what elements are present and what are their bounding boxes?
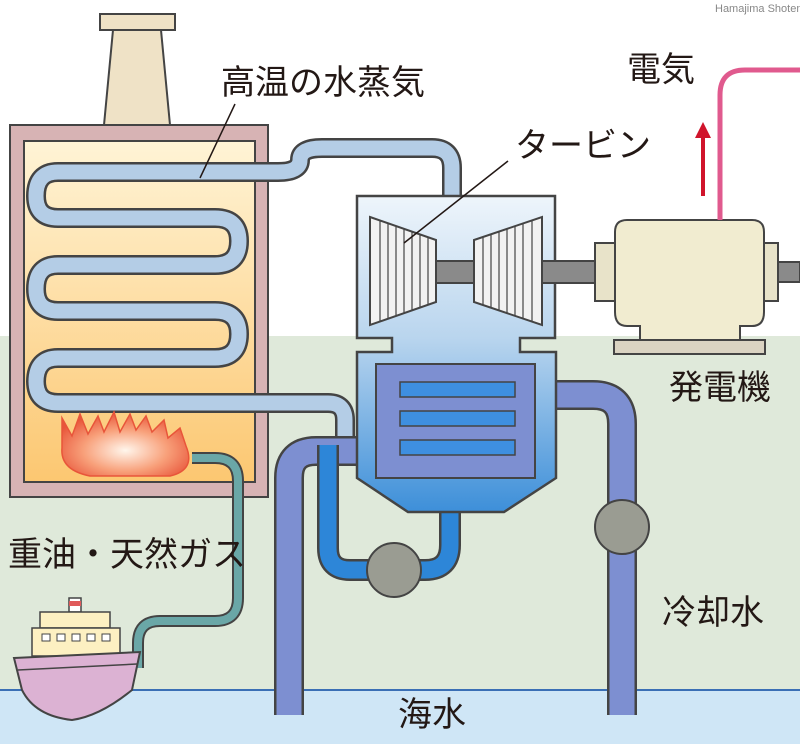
turbine-label: タービン [515, 126, 651, 166]
seawater-label: 海水 [398, 695, 466, 735]
steam-leader-line [199, 103, 236, 179]
credit-text: Hamajima Shoten [715, 3, 800, 15]
fuel-tanker-ship [12, 597, 142, 722]
sea-area [0, 690, 800, 744]
generator-label: 発電機 [669, 368, 771, 408]
turbine-leader-line [403, 160, 509, 244]
electric-output-line [717, 67, 800, 220]
generator [594, 219, 800, 355]
steam-label: 高温の水蒸気 [221, 63, 425, 103]
chimney [99, 13, 176, 126]
cooling-water-pump [594, 499, 650, 555]
steam-pipe [28, 140, 460, 440]
feedwater-pump [366, 542, 422, 598]
cooling-water-label: 冷却水 [662, 593, 764, 633]
electricity-label: 電気 [627, 50, 695, 90]
turbine-blades [369, 215, 543, 327]
burner-flame [61, 409, 190, 477]
fuel-label: 重油・天然ガス [8, 535, 246, 575]
